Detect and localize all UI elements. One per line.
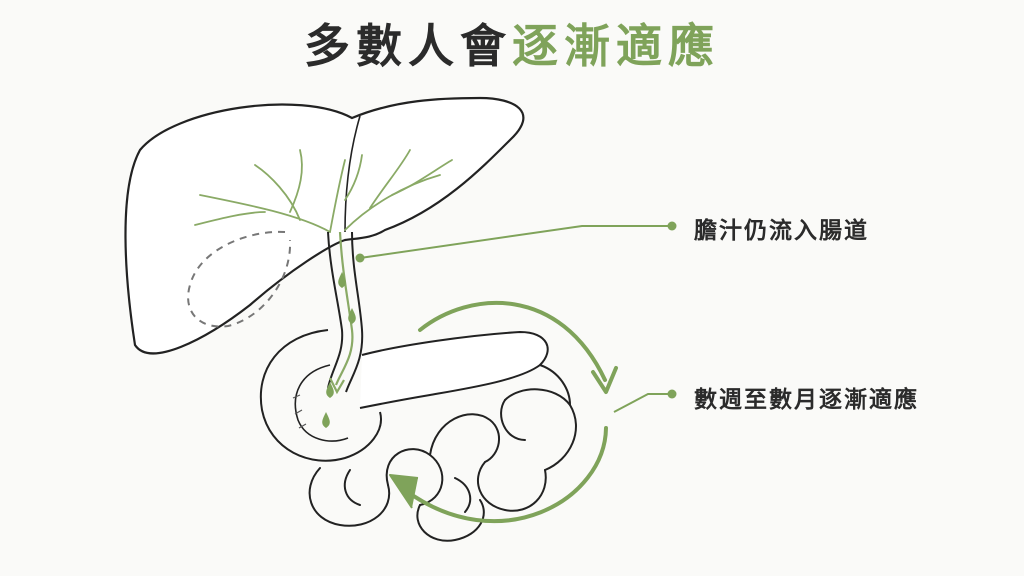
adaptation-arrow-bottom <box>403 426 608 524</box>
intestine-coils <box>308 364 577 542</box>
bile-flow-arrowhead <box>329 377 345 395</box>
bile-duct-branches <box>194 149 453 233</box>
leader-line-adapt <box>613 393 672 413</box>
adaptation-arrow-bottom-head <box>389 474 419 509</box>
page-title: 多數人會逐漸適應 <box>0 14 1024 78</box>
title-part2-highlight: 逐漸適應 <box>512 19 720 73</box>
callout-adaptation: 數週至數月逐漸適應 <box>694 387 919 413</box>
leader-dot-bile-start <box>355 253 365 263</box>
bile-droplets <box>322 272 356 428</box>
title-part1: 多數人會 <box>304 19 512 73</box>
duodenum-folds <box>292 394 307 429</box>
leader-line-bile <box>359 225 672 259</box>
adaptation-arrow-top <box>418 300 607 382</box>
duodenum-loop <box>259 329 382 462</box>
stomach-duodenum-outline <box>359 330 549 409</box>
duodenum-inner <box>294 364 349 442</box>
liver-lobe-division <box>344 115 361 233</box>
leader-dot-adapt-end <box>667 389 677 399</box>
bile-flow-line <box>334 231 354 386</box>
leader-dot-bile-end <box>667 221 677 231</box>
adaptation-arrow-top-head <box>591 366 618 394</box>
common-bile-duct-wall-left <box>327 231 344 389</box>
common-bile-duct-wall-right <box>345 231 364 393</box>
callout-bile-flow: 膽汁仍流入腸道 <box>694 218 869 244</box>
liver-outline <box>124 96 525 355</box>
gallbladder-dashed-outline <box>187 230 292 328</box>
